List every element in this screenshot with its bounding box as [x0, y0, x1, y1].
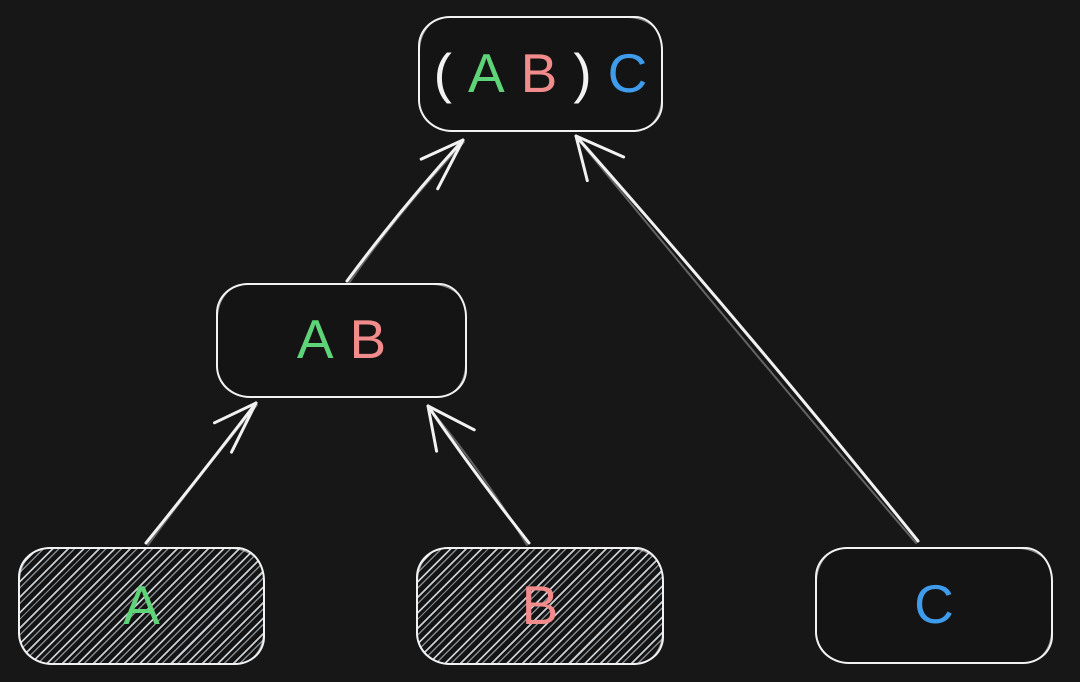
- arrow-shaft-sketch: [147, 404, 258, 546]
- arrow-b-to-ab[interactable]: [426, 404, 531, 546]
- arrow-shaft: [144, 401, 258, 545]
- node-c[interactable]: C: [815, 547, 1053, 664]
- arrow-shaft-sketch: [576, 137, 917, 544]
- node-letter: A: [296, 308, 334, 370]
- node-letter: A: [467, 41, 505, 104]
- arrow-a-to-ab[interactable]: [144, 401, 258, 546]
- arrowhead: [426, 404, 476, 453]
- arrowhead: [213, 401, 258, 454]
- node-letter: (: [433, 41, 452, 104]
- arrow-shaft: [426, 404, 531, 545]
- arrowhead: [419, 138, 465, 191]
- node-letter: C: [914, 573, 954, 635]
- node-letter: B: [520, 41, 558, 104]
- node-letter: C: [607, 41, 648, 104]
- arrow-shaft: [345, 138, 465, 283]
- arrow-ab-to-abc[interactable]: [345, 138, 465, 284]
- node-letter: A: [123, 573, 160, 636]
- node-a[interactable]: A: [18, 547, 265, 665]
- arrowhead: [574, 134, 626, 183]
- node-letter: ): [573, 41, 592, 104]
- arrow-c-to-abc[interactable]: [574, 134, 920, 544]
- node-letter: B: [349, 308, 387, 370]
- arrow-shaft: [574, 134, 920, 543]
- node-c-label: C: [914, 577, 954, 634]
- node-b-label: B: [521, 573, 559, 636]
- node-b[interactable]: B: [416, 547, 664, 665]
- node-letter: B: [521, 573, 559, 636]
- node-a-label: A: [123, 573, 160, 636]
- arrow-shaft-sketch: [348, 141, 465, 284]
